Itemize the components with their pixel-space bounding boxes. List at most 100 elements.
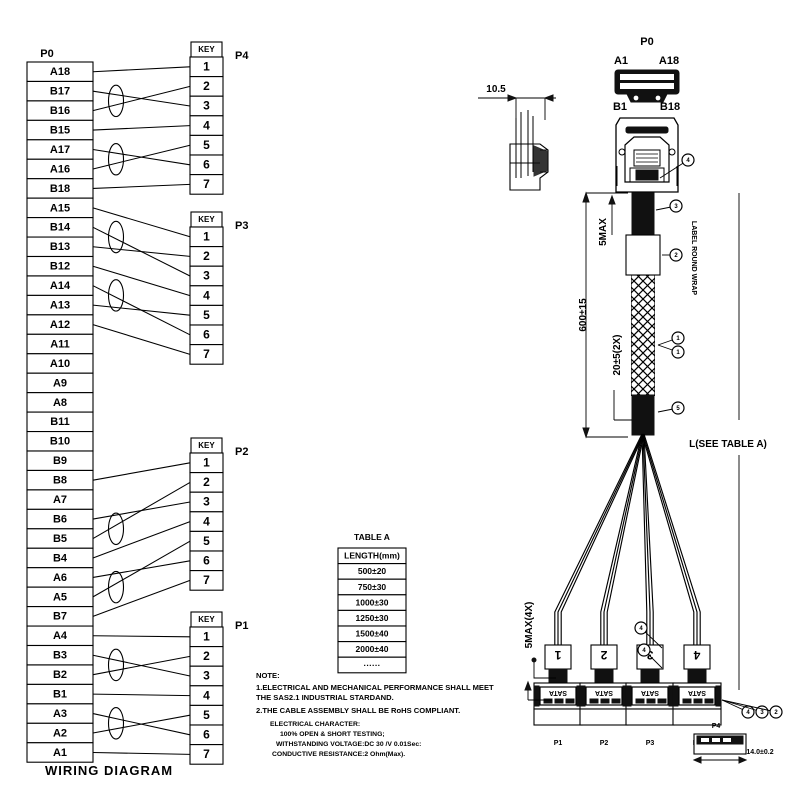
- dim-braid-pitch: 20±5(2X): [612, 334, 632, 421]
- wire-line: [92, 285, 191, 336]
- balloon-number: 2: [674, 253, 678, 259]
- connector-pin-number: 4: [203, 514, 210, 528]
- sata-face-text: SATA: [641, 689, 659, 696]
- connector-pin-number: 6: [203, 727, 210, 741]
- connector-pin-number: 4: [203, 288, 210, 302]
- braid-strand: [631, 304, 655, 330]
- wire-line: [92, 183, 191, 189]
- balloon-circle: [669, 199, 683, 213]
- dim-leg-length: L(SEE TABLE A): [689, 193, 767, 690]
- table-a-header-text: LENGTH(mm): [344, 551, 400, 561]
- fanout-wire: [643, 433, 701, 648]
- p0-connector-column: A18B17B16B15A17A16B18A15B14B13B12A14A13A…: [26, 61, 94, 763]
- notes-block: NOTE: 1.ELECTRICAL AND MECHANICAL PERFOR…: [256, 671, 494, 758]
- connector-pin-number: 7: [203, 347, 210, 361]
- wire-line: [92, 66, 191, 73]
- twisted-pair-symbol: [107, 570, 125, 604]
- connector-pin-number: 1: [203, 59, 210, 73]
- balloon-circle: [769, 705, 783, 719]
- table-a-cell: 1250±30: [355, 613, 388, 623]
- plug-pin-a18: A18: [659, 55, 679, 67]
- dim-overall-length: 600±15: [578, 191, 628, 439]
- dim-boot-max: 5MAX: [598, 194, 616, 246]
- connector-pin-number: 3: [203, 669, 210, 683]
- wire-line: [92, 125, 191, 131]
- wire-line: [92, 693, 191, 697]
- twisted-pair-symbol: [107, 84, 125, 118]
- dim-sata-width: 14.0±0.2: [746, 749, 773, 756]
- connector-pin-number: 3: [203, 495, 210, 509]
- table-a-cell: ······: [364, 660, 381, 670]
- wire-line: [92, 324, 191, 355]
- connector-pin-number: 4: [203, 688, 210, 702]
- p4-detail-label: P4: [712, 723, 721, 730]
- wire-line: [92, 713, 191, 736]
- balloon-circle: [671, 331, 685, 345]
- braid-strand: [631, 322, 655, 348]
- connector-pin-number: 1: [203, 455, 210, 469]
- connector-pin-number: 2: [203, 475, 210, 489]
- twisted-pair-symbol: [107, 512, 125, 546]
- p0-pin-label: A17: [50, 144, 70, 156]
- electrical-item-2: WITHSTANDING VOLTAGE:DC 30 /V 0.01Sec:: [276, 741, 421, 748]
- p0-pin-label: A6: [53, 572, 67, 584]
- connector-pin-number: 3: [203, 269, 210, 283]
- p0-pin-label: A12: [50, 319, 70, 331]
- fanout-wire: [560, 433, 645, 648]
- p0-pin-label: A4: [53, 630, 68, 642]
- balloon-circle: [637, 643, 651, 657]
- table-a-cell: 750±30: [358, 582, 387, 592]
- p0-pin-label: B5: [53, 533, 67, 545]
- connector-pin-number: 6: [203, 327, 210, 341]
- label-round-wrap: LABEL ROUND WRAP: [690, 221, 697, 295]
- connector-pin-number: 2: [203, 649, 210, 663]
- braid-strand: [645, 275, 655, 285]
- twisted-pair-symbol: [107, 220, 125, 254]
- p0-pin-label: B9: [53, 455, 67, 467]
- p0-pin-label: B1: [53, 689, 67, 701]
- p0-pin-label: A18: [50, 66, 70, 78]
- dim-leg-boot: 5MAX(4X): [524, 602, 556, 701]
- balloon-number: 3: [674, 204, 678, 210]
- connector-pin-number: 4: [203, 118, 210, 132]
- balloon-number: 4: [639, 626, 643, 632]
- connector-pin-number: 5: [203, 534, 210, 548]
- connector-pin-number: 3: [203, 99, 210, 113]
- main-cable: [625, 192, 661, 436]
- braid-strand: [631, 349, 655, 375]
- balloon-number: 1: [676, 350, 680, 356]
- p0-pin-label: A8: [53, 397, 67, 409]
- table-a-caption: TABLE A: [354, 532, 390, 542]
- balloon-number: 2: [774, 710, 778, 716]
- fanout-legs: [554, 433, 701, 648]
- fanout-wire: [641, 433, 695, 648]
- connector-pin-number: 1: [203, 229, 210, 243]
- p0-pin-label: B3: [53, 650, 67, 662]
- twisted-pair-symbol: [107, 279, 125, 312]
- sata-connector-label: P2: [600, 740, 609, 747]
- fanout-wire: [642, 433, 698, 648]
- p0-pin-label: B8: [53, 475, 67, 487]
- connector-pin-number: 2: [203, 79, 210, 93]
- braid-strand: [631, 275, 641, 285]
- twisted-pair-symbol: [107, 142, 125, 176]
- p0-pin-label: A13: [50, 300, 70, 312]
- fanout-wire: [643, 433, 654, 648]
- p0-pin-label: B17: [50, 86, 70, 98]
- p0-pin-label: A7: [53, 494, 67, 506]
- p0-pin-label: B14: [50, 222, 71, 234]
- connector-pin-number: 5: [203, 708, 210, 722]
- braid-strand: [635, 376, 655, 396]
- balloon-number: 4: [642, 648, 646, 654]
- sata-connector-label: P1: [554, 740, 563, 747]
- sata-connectors: 1SATAP12SATAP23SATAP34SATAP4: [533, 644, 722, 747]
- plug-body: [615, 117, 679, 193]
- wire-line: [92, 226, 191, 277]
- connector-name-label: P1: [235, 620, 248, 632]
- connector-pin-number: 2: [203, 249, 210, 263]
- p0-pin-label: B2: [53, 669, 67, 681]
- plug-side-view: 10.5: [478, 84, 556, 191]
